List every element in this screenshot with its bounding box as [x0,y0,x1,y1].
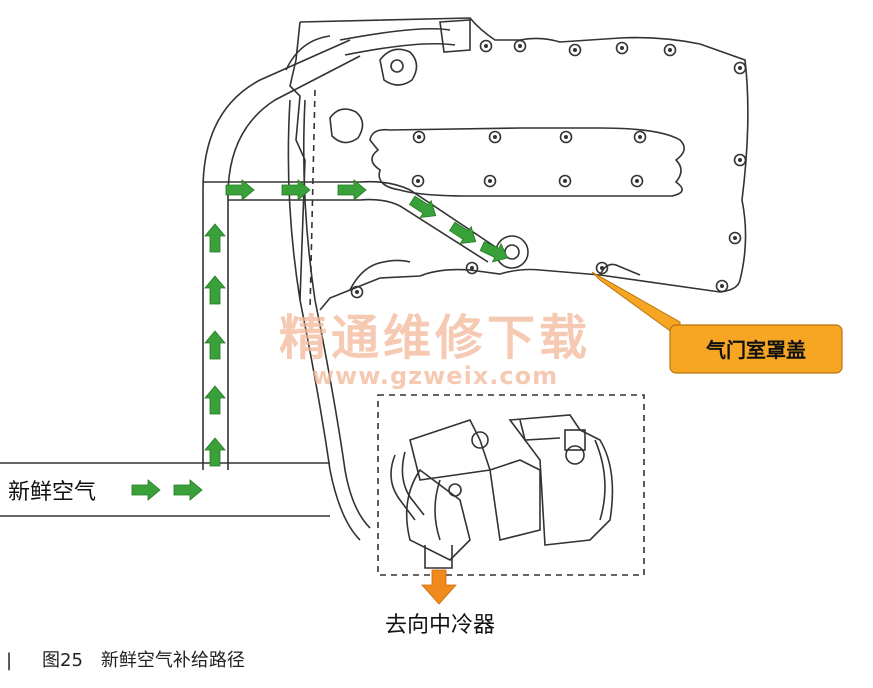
fresh-air-hose [0,39,501,541]
green-arrow-icon [131,479,161,501]
watermark-cn: 精通维修下载 [279,310,591,366]
green-arrow-icon [281,179,311,201]
green-arrow-icon [477,236,513,268]
green-arrow-icon [204,223,226,253]
turbocharger-drawing [377,394,645,576]
to-intercooler-label: 去向中冷器 [385,613,495,638]
green-arrow-icon [204,385,226,415]
orange-down-arrow-icon [421,569,457,605]
green-arrow-icon [204,437,226,467]
green-arrow-icon [173,479,203,501]
fresh-air-label: 新鲜空气 [8,480,96,505]
green-arrow-icon [337,179,367,201]
green-arrow-icon [204,330,226,360]
valve-cover-callout: 气门室罩盖 [591,271,843,374]
valve-cover-drawing [285,17,749,311]
green-arrow-icon [225,179,255,201]
watermark-url: www.gzweix.com [312,362,558,390]
green-arrow-icon [204,275,226,305]
caption-marker: | [6,650,12,671]
valve-cover-label: 气门室罩盖 [705,338,806,362]
cover-bolts [350,39,747,299]
figure-caption: 图25 新鲜空气补给路径 [42,650,245,671]
